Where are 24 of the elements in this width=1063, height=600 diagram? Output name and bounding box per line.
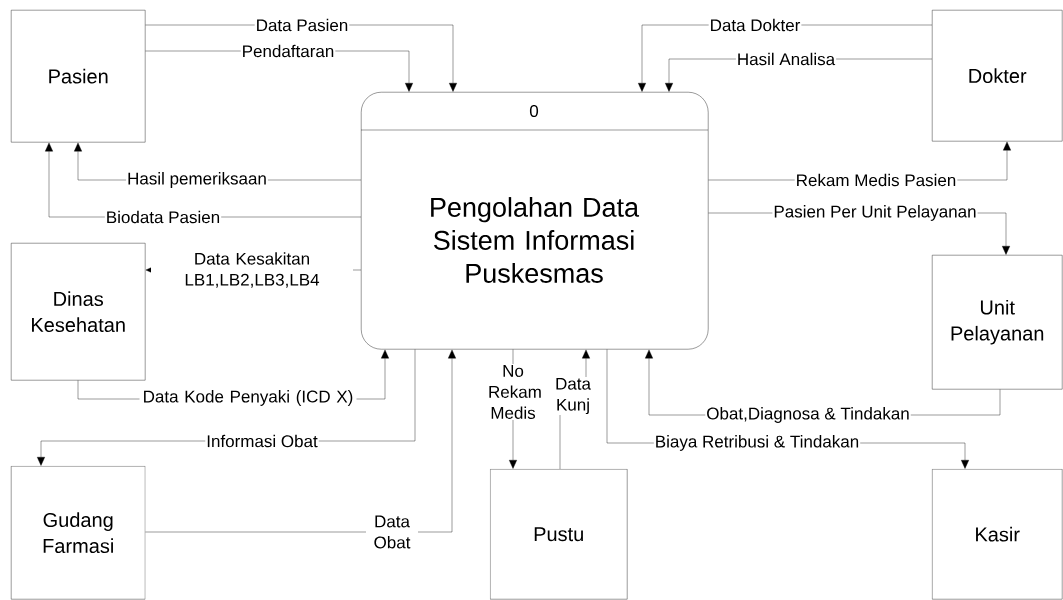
- edge-label: Data Dokter: [708, 17, 802, 33]
- entity-box: Dinas Kesehatan: [11, 243, 146, 381]
- edge-label: Biaya Retribusi & Tindakan: [653, 434, 861, 452]
- edge-label: No Rekam Medis: [487, 364, 541, 420]
- edge-label: Hasil Analisa: [735, 51, 837, 67]
- arrow: [145, 349, 456, 533]
- entity-box: Kasir: [932, 469, 1063, 600]
- entity-box: Unit Pelayanan: [932, 255, 1063, 390]
- edge-label: Data Obat: [366, 514, 418, 550]
- edge-label: Data Pasien: [254, 17, 350, 33]
- entity-box: Gudang Farmasi: [11, 466, 146, 600]
- edge-label: Hasil pemeriksaan: [126, 171, 268, 189]
- edge-label: Rekam Medis Pasien: [794, 172, 958, 188]
- edge-label: Informasi Obat: [205, 433, 319, 449]
- process-box: 0 Pengolahan Data Sistem Informasi Puskesmas: [360, 92, 709, 350]
- edge-label: Data Kode Penyaki (ICD X): [139, 389, 357, 407]
- entity-box: Dokter: [932, 10, 1063, 142]
- entity-box: Pustu: [490, 469, 628, 600]
- edge-label: Pendaftaran: [240, 43, 336, 59]
- entity-box: Pasien: [11, 10, 146, 143]
- edge-label: Pasien Per Unit Pelayanan: [772, 204, 978, 222]
- edge-label: Obat,Diagnosa & Tindakan: [705, 406, 911, 424]
- edge-label: Biodata Pasien: [104, 209, 222, 225]
- edge-label: Data Kunj: [551, 376, 595, 416]
